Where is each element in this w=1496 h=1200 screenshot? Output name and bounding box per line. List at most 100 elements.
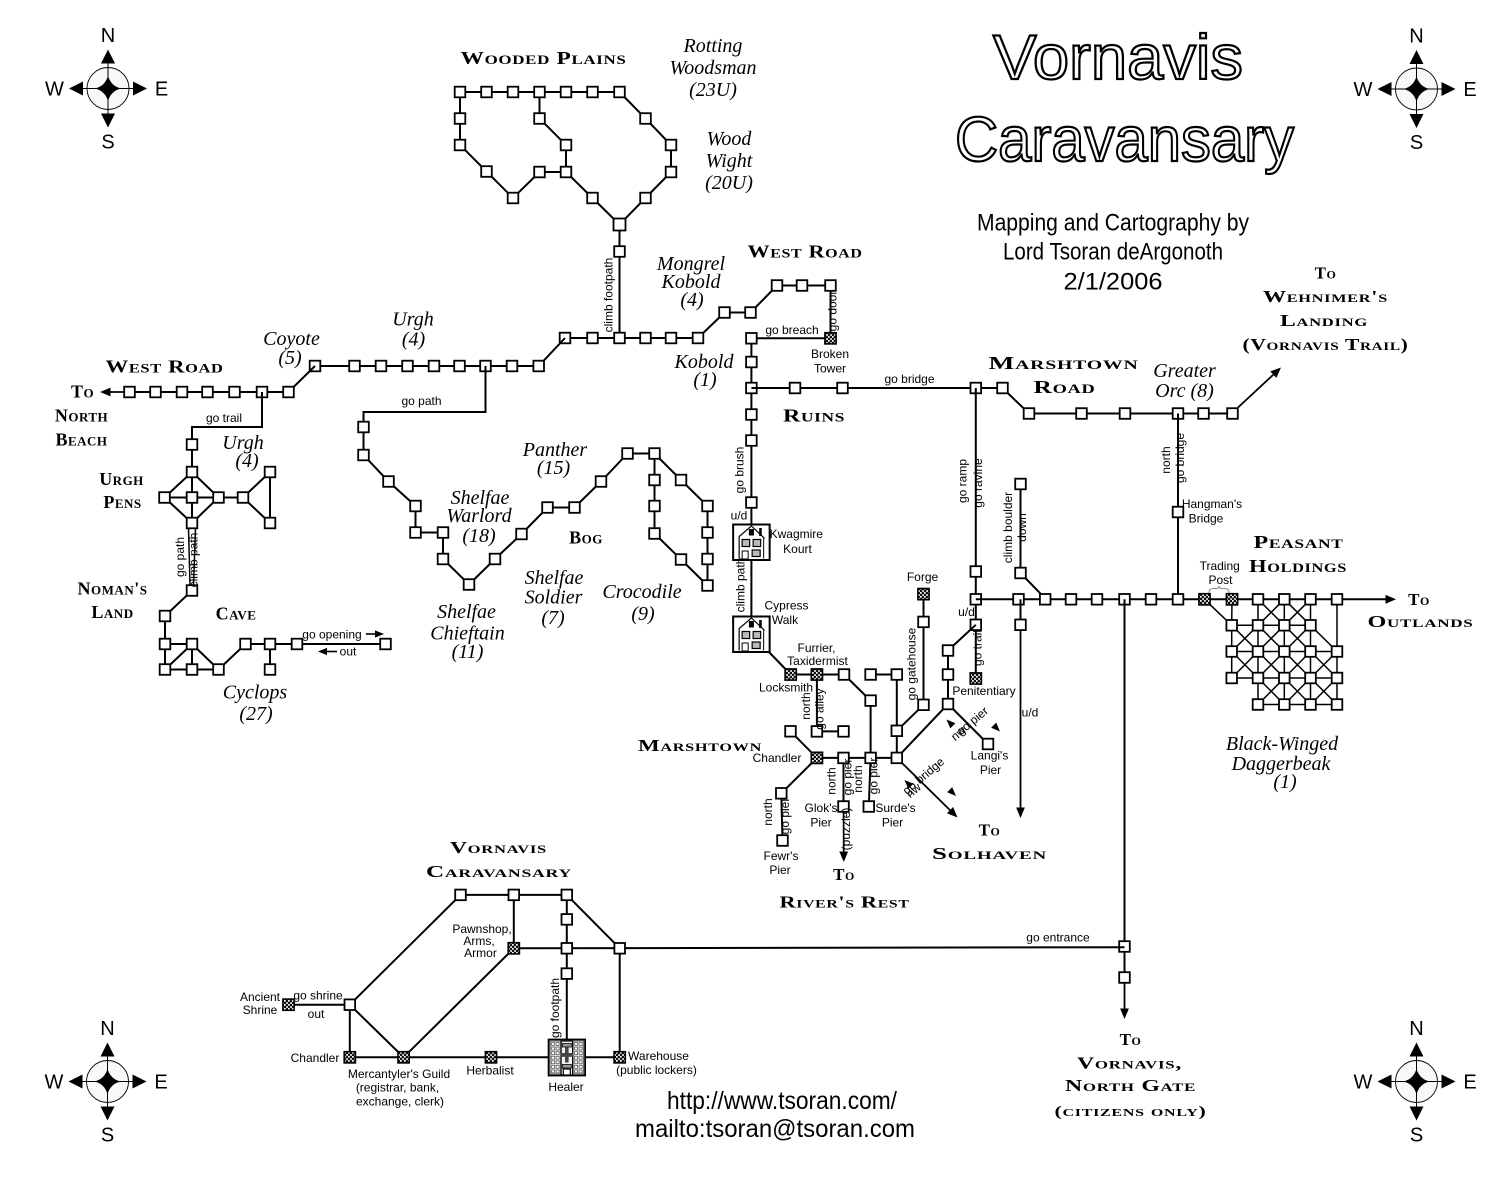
svg-text:(5): (5) <box>278 347 302 369</box>
svg-text:Warehouse: Warehouse <box>628 1049 689 1063</box>
svg-text:Pier: Pier <box>882 816 903 830</box>
svg-text:Kobold: Kobold <box>661 271 722 293</box>
svg-text:(4): (4) <box>680 289 704 311</box>
svg-text:S: S <box>1410 1125 1423 1147</box>
svg-text:exchange, clerk): exchange, clerk) <box>356 1095 444 1109</box>
svg-text:go ravine: go ravine <box>971 458 985 508</box>
svg-text:go path: go path <box>401 394 441 408</box>
svg-text:N: N <box>1409 26 1423 48</box>
svg-text:To: To <box>1120 1030 1142 1049</box>
svg-text:Healer: Healer <box>548 1080 583 1094</box>
svg-text:E: E <box>1463 79 1476 101</box>
svg-text:Panther: Panther <box>522 439 588 461</box>
svg-text:Mongrel: Mongrel <box>656 253 726 275</box>
svg-text:go bridge: go bridge <box>1173 433 1187 483</box>
svg-text:Pier: Pier <box>980 763 1001 777</box>
svg-text:Landing: Landing <box>1280 311 1368 330</box>
svg-text:Langi's: Langi's <box>971 749 1009 763</box>
svg-text:Shelfae: Shelfae <box>451 487 510 509</box>
svg-text:(Vornavis Trail): (Vornavis Trail) <box>1243 335 1409 354</box>
svg-text:north: north <box>825 767 839 794</box>
svg-text:To: To <box>833 865 855 884</box>
svg-text:W: W <box>45 1072 64 1094</box>
svg-text:To: To <box>71 382 94 402</box>
svg-text:go opening: go opening <box>302 628 361 642</box>
svg-text:(4): (4) <box>402 329 426 351</box>
svg-text:Warlord: Warlord <box>446 505 512 527</box>
svg-text:climb boulder: climb boulder <box>1001 492 1015 563</box>
svg-text:To: To <box>1408 590 1430 609</box>
svg-text:Surde's: Surde's <box>875 801 915 815</box>
svg-text:Solhaven: Solhaven <box>932 844 1047 863</box>
svg-text:go footpath: go footpath <box>548 978 562 1038</box>
svg-text:Daggerbeak: Daggerbeak <box>1231 753 1332 775</box>
svg-text:W: W <box>1354 79 1373 101</box>
svg-text:go entrance: go entrance <box>1026 931 1090 945</box>
svg-text:Kourt: Kourt <box>783 542 812 556</box>
svg-text:Chandler: Chandler <box>291 1051 340 1065</box>
svg-text:Chieftain: Chieftain <box>430 623 504 645</box>
svg-text:(18): (18) <box>462 525 496 547</box>
svg-text:Orc (8): Orc (8) <box>1155 380 1214 402</box>
svg-text:u/d: u/d <box>958 605 975 619</box>
svg-text:out: out <box>340 645 357 659</box>
svg-text:(11): (11) <box>452 641 484 663</box>
svg-text:Mapping and Cartography by: Mapping and Cartography by <box>977 210 1249 237</box>
svg-text:Vornavis,: Vornavis, <box>1077 1054 1182 1073</box>
svg-text:Walk: Walk <box>772 613 799 627</box>
svg-text:Black-Winged: Black-Winged <box>1226 733 1339 755</box>
svg-text:To: To <box>979 821 1001 840</box>
svg-text:Shelfae: Shelfae <box>525 567 584 589</box>
svg-text:Urgh: Urgh <box>222 432 263 454</box>
svg-text:(23U): (23U) <box>689 79 737 101</box>
svg-text:Soldier: Soldier <box>525 587 583 609</box>
svg-text:E: E <box>154 1072 167 1094</box>
svg-text:Wood: Wood <box>707 128 753 150</box>
svg-text:Peasant: Peasant <box>1254 532 1344 552</box>
svg-text:W: W <box>45 79 64 101</box>
svg-text:Marshtown: Marshtown <box>989 353 1139 373</box>
svg-text:go gatehouse: go gatehouse <box>905 627 919 700</box>
svg-text:go alley: go alley <box>813 688 827 729</box>
svg-text:Kwagmire: Kwagmire <box>770 527 824 541</box>
svg-text:Bridge: Bridge <box>1189 512 1224 526</box>
svg-text:Wehnimer's: Wehnimer's <box>1263 287 1388 306</box>
svg-text:Wooded Plains: Wooded Plains <box>461 48 627 68</box>
svg-text:North Gate: North Gate <box>1065 1076 1196 1095</box>
svg-text:go pier: go pier <box>867 758 881 795</box>
svg-text:go ramp: go ramp <box>956 459 970 503</box>
svg-text:Trading: Trading <box>1200 559 1240 573</box>
svg-text:(4): (4) <box>235 450 259 472</box>
svg-text:u/d: u/d <box>731 509 748 523</box>
svg-text:Outlands: Outlands <box>1368 612 1474 631</box>
svg-text:go bridge: go bridge <box>884 372 934 386</box>
svg-text:Furrier,: Furrier, <box>797 641 835 655</box>
svg-text:Rotting: Rotting <box>683 35 743 57</box>
svg-text:Post: Post <box>1208 573 1233 587</box>
svg-text:go breach: go breach <box>765 323 818 337</box>
svg-text:Road: Road <box>1034 377 1096 397</box>
svg-text:S: S <box>1410 132 1423 154</box>
svg-text:River's Rest: River's Rest <box>780 893 910 912</box>
svg-text:Marshtown: Marshtown <box>638 736 762 755</box>
svg-text:(7): (7) <box>541 607 565 629</box>
svg-text:Pier: Pier <box>810 816 831 830</box>
svg-text:Holdings: Holdings <box>1249 556 1347 576</box>
svg-text:Greater: Greater <box>1153 360 1216 382</box>
svg-text:Pier: Pier <box>769 863 790 877</box>
svg-text:Vornavis: Vornavis <box>450 838 547 857</box>
svg-text:Tower: Tower <box>814 362 846 376</box>
svg-text:Fewr's: Fewr's <box>764 849 799 863</box>
svg-text:north: north <box>761 798 775 825</box>
svg-text:Shelfae: Shelfae <box>437 601 496 623</box>
svg-text:N: N <box>101 25 115 47</box>
svg-text:(puzzle): (puzzle) <box>839 808 853 851</box>
svg-text:Caravansary: Caravansary <box>955 105 1294 175</box>
svg-text:(15): (15) <box>537 457 571 479</box>
svg-text:u/d: u/d <box>1022 706 1039 720</box>
svg-text:go door: go door <box>826 291 840 332</box>
svg-text:(1): (1) <box>1273 771 1297 793</box>
svg-text:Lord Tsoran deArgonoth: Lord Tsoran deArgonoth <box>1003 239 1223 266</box>
svg-text:Urgh: Urgh <box>99 469 144 489</box>
svg-text:go trail: go trail <box>206 411 242 425</box>
